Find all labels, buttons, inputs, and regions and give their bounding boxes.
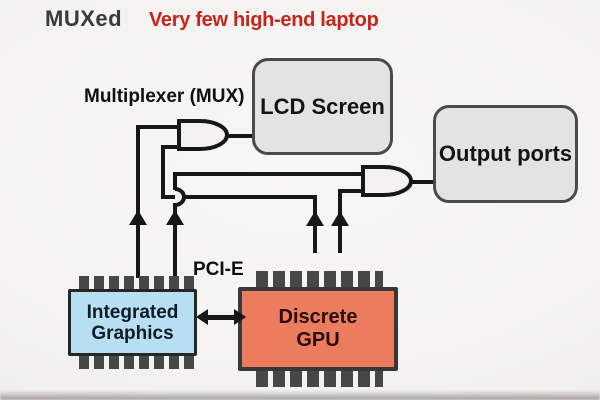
wire-output-mux-to-ports <box>409 180 435 184</box>
wire-lcd-mux-to-lcd <box>224 134 254 138</box>
discrete-gpu-label: Discrete <box>278 306 358 328</box>
wire-igpu-to-output-mux <box>173 172 177 190</box>
up-arrowhead-icon <box>129 210 147 225</box>
integrated-graphics-chip: Integrated Graphics <box>68 289 197 356</box>
wire-igpu-to-lcd-mux <box>136 125 140 278</box>
right-arrowhead-icon <box>234 309 246 325</box>
integrated-graphics-label: Integrated <box>86 301 179 323</box>
chip-pins-top <box>256 271 383 289</box>
lcd-screen-label: LCD Screen <box>260 93 385 119</box>
wire-dgpu-to-lcd-mux <box>161 145 165 199</box>
and-gate-icon-lcd-mux <box>177 119 229 151</box>
chip-pins-bottom <box>256 369 383 387</box>
wire-igpu-to-output-mux <box>173 203 177 278</box>
bottom-vignette <box>0 390 600 400</box>
chip-pins-bottom <box>79 354 198 369</box>
diagram-title: MUXed <box>45 6 123 31</box>
pcie-label: PCI-E <box>193 259 244 280</box>
up-arrowhead-icon <box>306 211 324 226</box>
output-ports-label: Output ports <box>438 141 573 166</box>
output-ports-box: Output ports <box>433 105 578 203</box>
and-gate-icon-output-mux <box>361 165 413 197</box>
wire-hop-icon <box>174 187 186 207</box>
integrated-graphics-label: Graphics <box>91 322 174 344</box>
left-arrowhead-icon <box>196 309 208 325</box>
wire-igpu-to-lcd-mux <box>136 125 182 129</box>
pcie-link-bar <box>206 315 236 320</box>
up-arrowhead-icon <box>166 210 184 225</box>
discrete-gpu-label: GPU <box>296 329 340 351</box>
wire-igpu-to-output-mux <box>173 172 365 176</box>
wire-dgpu-to-lcd-mux <box>161 145 182 149</box>
wire-dgpu-to-output-mux <box>338 189 365 193</box>
wire-dgpu-to-lcd-mux <box>161 195 317 199</box>
discrete-gpu-chip: Discrete GPU <box>238 287 398 371</box>
multiplexer-label: Multiplexer (MUX) <box>84 86 245 107</box>
diagram-note: Very few high-end laptop <box>149 9 379 31</box>
up-arrowhead-icon <box>331 211 349 226</box>
lcd-screen-box: LCD Screen <box>252 58 393 155</box>
chip-pins-top <box>79 276 198 291</box>
